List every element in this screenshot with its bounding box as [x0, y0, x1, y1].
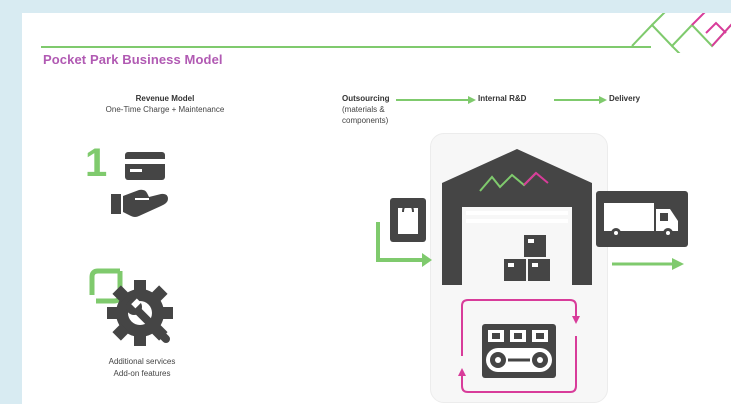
delivery-arrow	[612, 258, 684, 270]
decorative-diamonds	[631, 13, 731, 53]
card-hand-icon	[111, 152, 168, 217]
flow-step-internal-rd: Internal R&D	[478, 94, 527, 103]
slide-title: Pocket Park Business Model	[43, 52, 223, 67]
revenue-model-subheading: One-Time Charge + Maintenance	[105, 105, 225, 114]
gear-wrench-icon	[89, 268, 173, 346]
truck-icon	[596, 191, 688, 247]
slide: Pocket Park Business Model Revenue Model…	[22, 13, 731, 404]
title-underline	[41, 46, 651, 48]
warehouse-icon	[442, 149, 592, 285]
flow-step-outsourcing: Outsourcing	[342, 94, 390, 103]
flow-step-delivery: Delivery	[609, 94, 641, 103]
shopping-bag-icon	[376, 198, 432, 267]
flow-arrow-1	[396, 96, 476, 104]
add-on-features-label: Add-on features	[113, 369, 171, 378]
revenue-model-heading: Revenue Model	[135, 94, 195, 103]
step-number: 1	[85, 141, 108, 185]
flow-step-outsourcing-detail-2: components)	[342, 116, 389, 125]
flow-step-outsourcing-detail-1: (materials &	[342, 105, 385, 114]
conveyor-belt-icon	[458, 299, 580, 393]
flow-arrow-2	[554, 96, 607, 104]
additional-services-label: Additional services	[108, 357, 176, 366]
